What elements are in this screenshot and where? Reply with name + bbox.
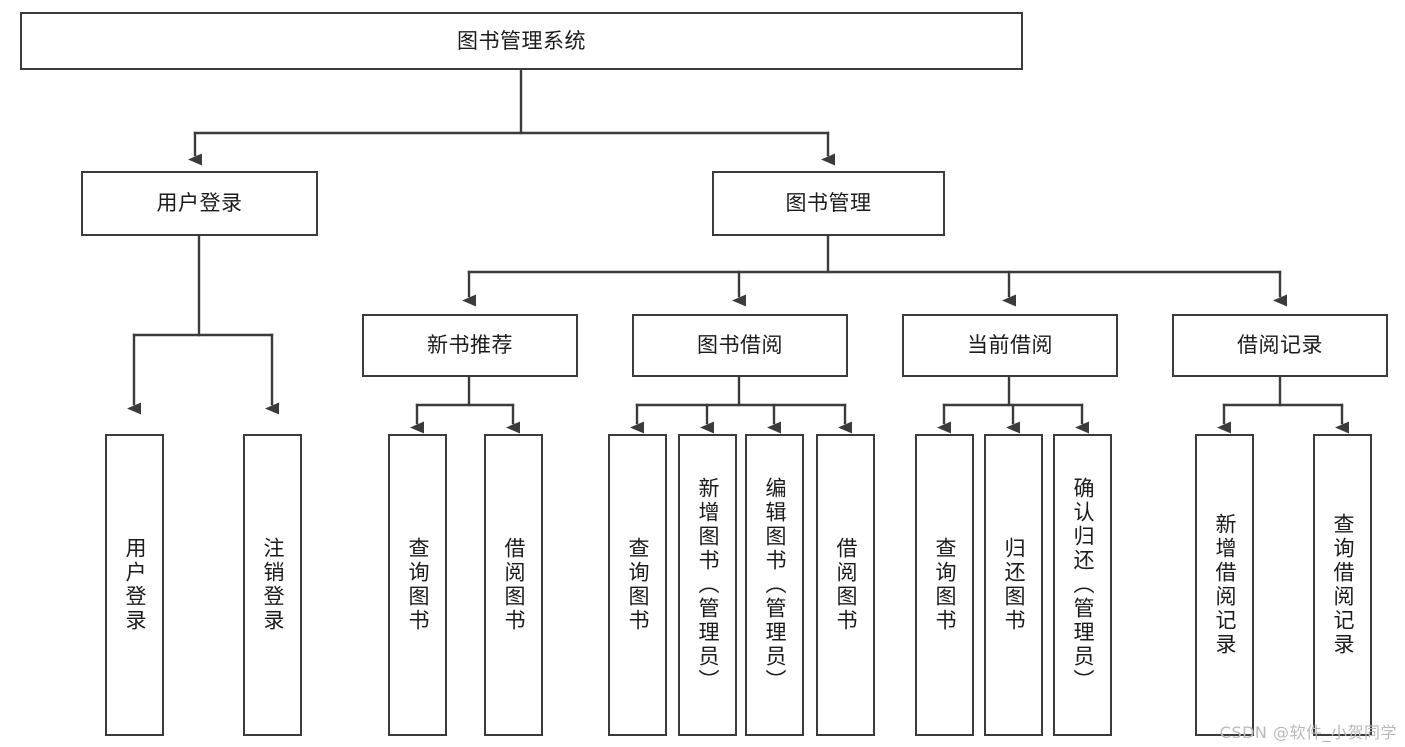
node-leaf-query-book-2[interactable]: 查询图书 [608, 434, 667, 736]
node-leaf-borrow-book-1-label: 借阅图书 [502, 537, 526, 633]
node-current-borrow[interactable]: 当前借阅 [902, 314, 1118, 377]
node-leaf-logout-login[interactable]: 注销登录 [243, 434, 302, 736]
node-book-manage-label: 图书管理 [785, 191, 872, 216]
node-leaf-add-book[interactable]: 新增图书（管理员） [678, 434, 737, 736]
node-leaf-user-login[interactable]: 用户登录 [105, 434, 164, 736]
node-leaf-query-record[interactable]: 查询借阅记录 [1313, 434, 1372, 736]
node-new-book-recommend-label: 新书推荐 [427, 333, 513, 358]
node-new-book-recommend[interactable]: 新书推荐 [362, 314, 578, 377]
node-user-login[interactable]: 用户登录 [81, 171, 318, 236]
node-book-borrow[interactable]: 图书借阅 [632, 314, 848, 377]
node-user-login-label: 用户登录 [156, 191, 243, 216]
node-leaf-return-book-label: 归还图书 [1002, 537, 1026, 633]
node-root-label: 图书管理系统 [457, 28, 586, 53]
csdn-watermark: CSDN @软件_小贺同学 [1219, 723, 1397, 742]
node-leaf-confirm-return-label: 确认归还（管理员） [1071, 477, 1095, 693]
node-leaf-logout-login-label: 注销登录 [261, 537, 285, 633]
node-leaf-query-book-1-label: 查询图书 [406, 537, 430, 633]
node-leaf-return-book[interactable]: 归还图书 [984, 434, 1043, 736]
node-current-borrow-label: 当前借阅 [967, 333, 1053, 358]
node-leaf-add-book-label: 新增图书（管理员） [696, 477, 720, 693]
node-leaf-borrow-book-2[interactable]: 借阅图书 [816, 434, 875, 736]
node-leaf-confirm-return[interactable]: 确认归还（管理员） [1053, 434, 1112, 736]
node-leaf-edit-book-label: 编辑图书（管理员） [763, 477, 787, 693]
node-book-borrow-label: 图书借阅 [697, 333, 783, 358]
node-leaf-borrow-book-1[interactable]: 借阅图书 [484, 434, 543, 736]
node-leaf-add-record-label: 新增借阅记录 [1213, 513, 1237, 657]
node-root[interactable]: 图书管理系统 [20, 12, 1023, 70]
node-leaf-query-book-2-label: 查询图书 [626, 537, 650, 633]
node-leaf-user-login-label: 用户登录 [123, 537, 147, 633]
node-book-manage[interactable]: 图书管理 [712, 171, 945, 236]
node-leaf-add-record[interactable]: 新增借阅记录 [1195, 434, 1254, 736]
node-leaf-query-book-3[interactable]: 查询图书 [915, 434, 974, 736]
node-leaf-query-book-1[interactable]: 查询图书 [388, 434, 447, 736]
node-leaf-edit-book[interactable]: 编辑图书（管理员） [745, 434, 804, 736]
node-leaf-query-record-label: 查询借阅记录 [1331, 513, 1355, 657]
node-borrow-record-label: 借阅记录 [1237, 333, 1323, 358]
node-borrow-record[interactable]: 借阅记录 [1172, 314, 1388, 377]
node-leaf-borrow-book-2-label: 借阅图书 [834, 537, 858, 633]
node-leaf-query-book-3-label: 查询图书 [933, 537, 957, 633]
